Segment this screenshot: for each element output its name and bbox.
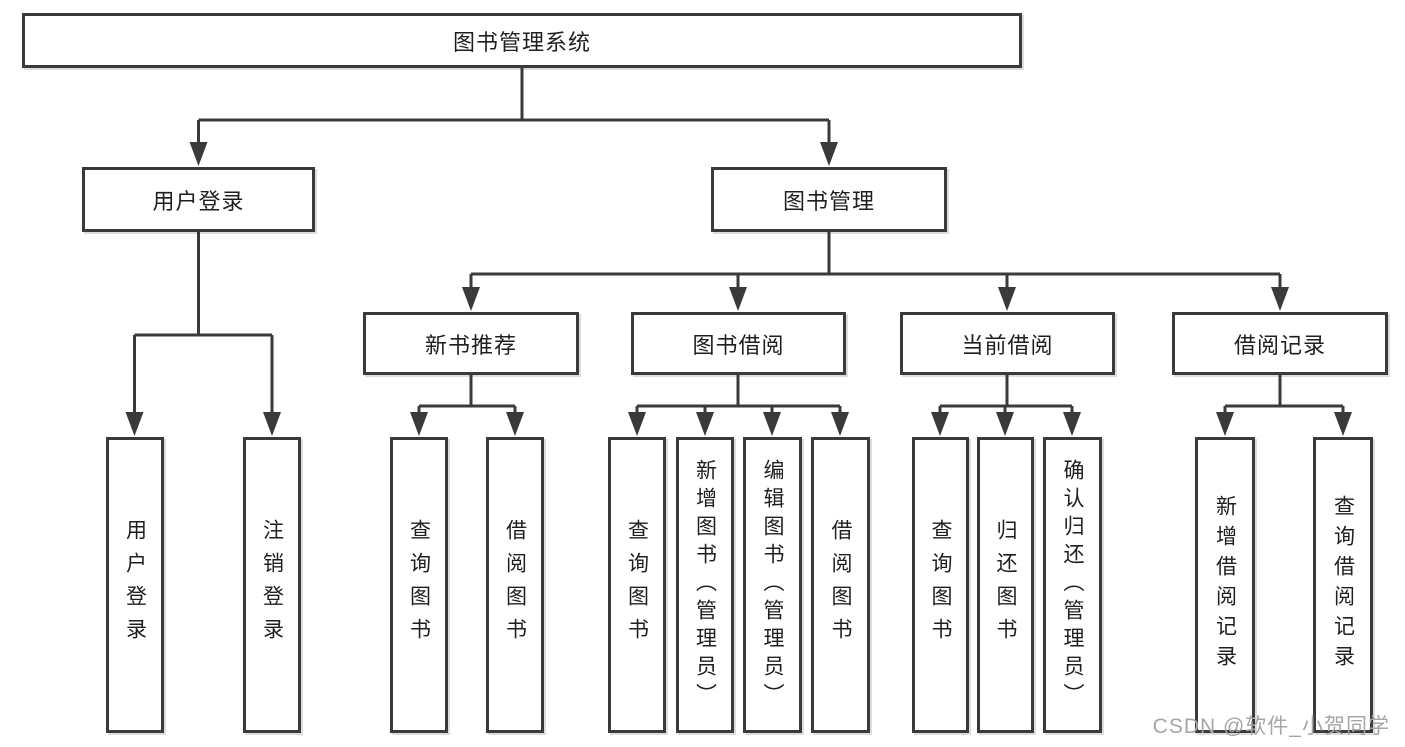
- arrowhead-icon: [820, 142, 838, 166]
- arrowhead-icon: [125, 412, 144, 436]
- node-current-borrowing: 当前借阅: [900, 312, 1115, 375]
- leaf-label: 查询图书: [407, 519, 431, 651]
- leaf-label: 借阅图书: [829, 519, 852, 651]
- node-label: 当前借阅: [961, 332, 1054, 358]
- leaf-label: 查询借阅记录: [1331, 495, 1355, 675]
- node-label: 新书推荐: [424, 332, 517, 358]
- leaf-label: 用户登录: [123, 519, 147, 651]
- arrowhead-icon: [462, 287, 480, 311]
- node-book-borrowing: 图书借阅: [631, 312, 846, 375]
- watermark-text: CSDN @软件_小贺同学: [1152, 715, 1390, 738]
- leaf-recommend-borrow-books: 借阅图书: [486, 437, 544, 733]
- leaf-label: 新增图书（管理员）: [693, 459, 717, 711]
- leaf-label: 归还图书: [994, 519, 1017, 651]
- arrowhead-icon: [1216, 412, 1234, 436]
- arrowhead-icon: [263, 412, 281, 436]
- leaf-logout: 注销登录: [243, 437, 301, 733]
- arrowhead-icon: [1063, 412, 1081, 436]
- leaf-borrowing-query-books: 查询图书: [608, 437, 666, 733]
- arrowhead-icon: [696, 412, 714, 436]
- node-label: 图书借阅: [692, 332, 785, 358]
- leaf-current-confirm-return-admin: 确认归还（管理员）: [1043, 437, 1102, 733]
- leaf-label: 新增借阅记录: [1213, 495, 1237, 675]
- leaf-label: 查询图书: [929, 519, 952, 651]
- leaf-user-login: 用户登录: [106, 437, 164, 733]
- arrowhead-icon: [1271, 287, 1289, 311]
- arrowhead-icon: [729, 287, 747, 311]
- arrowheads: [125, 142, 1352, 436]
- arrowhead-icon: [931, 412, 949, 436]
- leaf-label: 借阅图书: [503, 519, 527, 651]
- arrowhead-icon: [996, 412, 1014, 436]
- node-library-management-system: 图书管理系统: [22, 13, 1022, 68]
- arrowhead-icon: [410, 412, 428, 436]
- node-book-management: 图书管理: [711, 167, 947, 232]
- leaf-borrowing-add-books-admin: 新增图书（管理员）: [676, 437, 734, 733]
- node-borrow-records: 借阅记录: [1172, 312, 1388, 375]
- leaf-label: 编辑图书（管理员）: [761, 459, 784, 711]
- arrowhead-icon: [998, 287, 1016, 311]
- node-label: 借阅记录: [1233, 332, 1326, 358]
- arrowhead-icon: [506, 412, 524, 436]
- leaf-recommend-query-books: 查询图书: [390, 437, 448, 733]
- leaf-records-add-borrow-record: 新增借阅记录: [1195, 437, 1255, 733]
- arrowhead-icon: [189, 142, 208, 166]
- arrowhead-icon: [831, 412, 849, 436]
- node-label: 图书管理系统: [452, 29, 591, 55]
- leaf-records-query-borrow-record: 查询借阅记录: [1313, 437, 1373, 733]
- leaf-label: 查询图书: [625, 519, 649, 651]
- node-user-login: 用户登录: [82, 167, 315, 232]
- node-new-book-recommend: 新书推荐: [363, 312, 579, 375]
- node-label: 用户登录: [152, 188, 245, 214]
- arrowhead-icon: [628, 412, 646, 436]
- connector-paths: [133, 68, 1345, 415]
- leaf-borrowing-borrow-books: 借阅图书: [811, 437, 870, 733]
- arrowhead-icon: [763, 412, 781, 436]
- arrowhead-icon: [1334, 412, 1352, 436]
- leaf-label: 注销登录: [260, 519, 284, 651]
- leaf-borrowing-edit-books-admin: 编辑图书（管理员）: [743, 437, 802, 733]
- leaf-current-return-books: 归还图书: [977, 437, 1034, 733]
- leaf-label: 确认归还（管理员）: [1061, 459, 1084, 711]
- leaf-current-query-books: 查询图书: [912, 437, 969, 733]
- node-label: 图书管理: [782, 188, 875, 214]
